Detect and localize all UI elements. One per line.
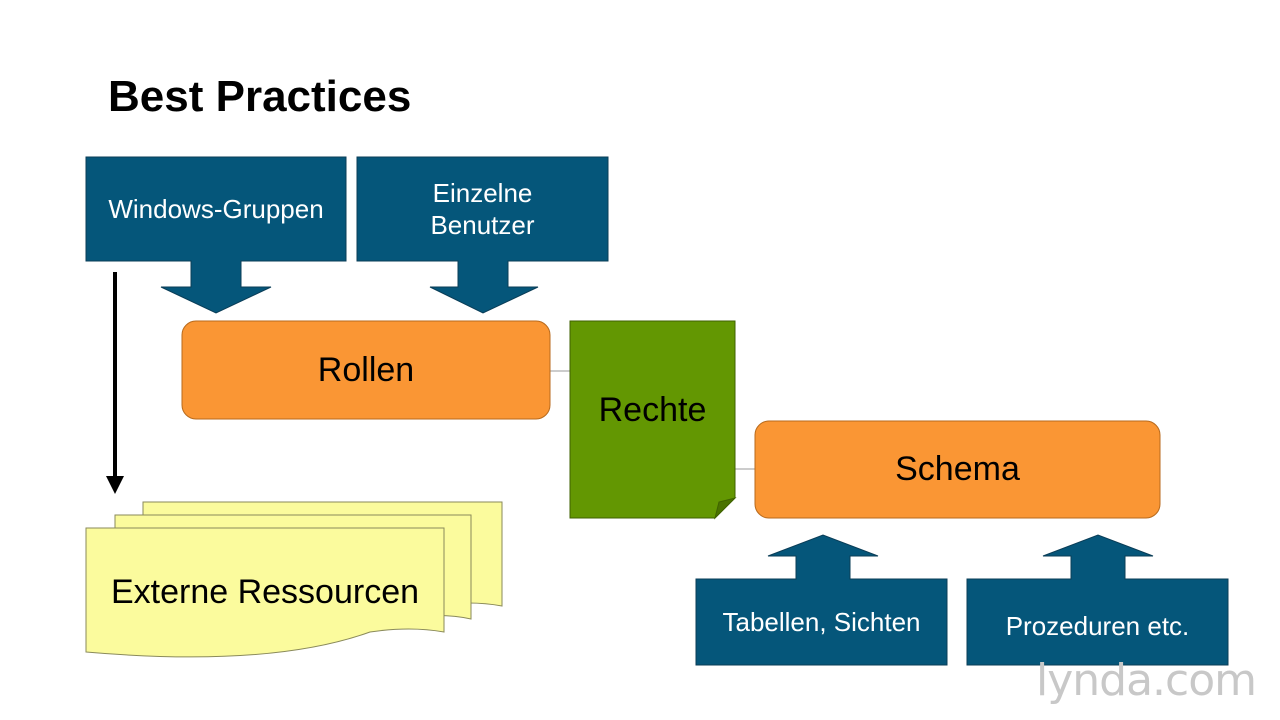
tabellen-sichten-label: Tabellen, Sichten [722, 606, 921, 637]
externe-ressourcen-label: Externe Ressourcen [110, 572, 420, 611]
slide-title: Best Practices [108, 72, 412, 121]
rechte-fold [714, 497, 737, 520]
schema-box [754, 420, 1161, 519]
windows-gruppen-callout [85, 156, 347, 314]
einzelne-benutzer-line1: Einzelne [432, 177, 533, 208]
einzelne-benutzer-line2: Benutzer [430, 210, 535, 240]
prozeduren-label: Prozeduren etc. [1005, 610, 1190, 641]
prozeduren-callout [966, 534, 1229, 666]
einzelne-benutzer-label: Einzelne Benutzer [357, 157, 608, 261]
windows-gruppen-label: Windows-Gruppen [108, 193, 324, 224]
arrow-down-head [106, 476, 124, 494]
rollen-box [181, 320, 551, 420]
rechte-label: Rechte [598, 390, 707, 429]
einzelne-benutzer-callout [356, 156, 609, 314]
rollen-label: Rollen [317, 350, 415, 389]
lynda-watermark: lynda.com [1035, 655, 1257, 706]
doc-front [85, 527, 445, 658]
schema-label: Schema [895, 450, 1020, 489]
tabellen-sichten-callout [695, 534, 948, 666]
